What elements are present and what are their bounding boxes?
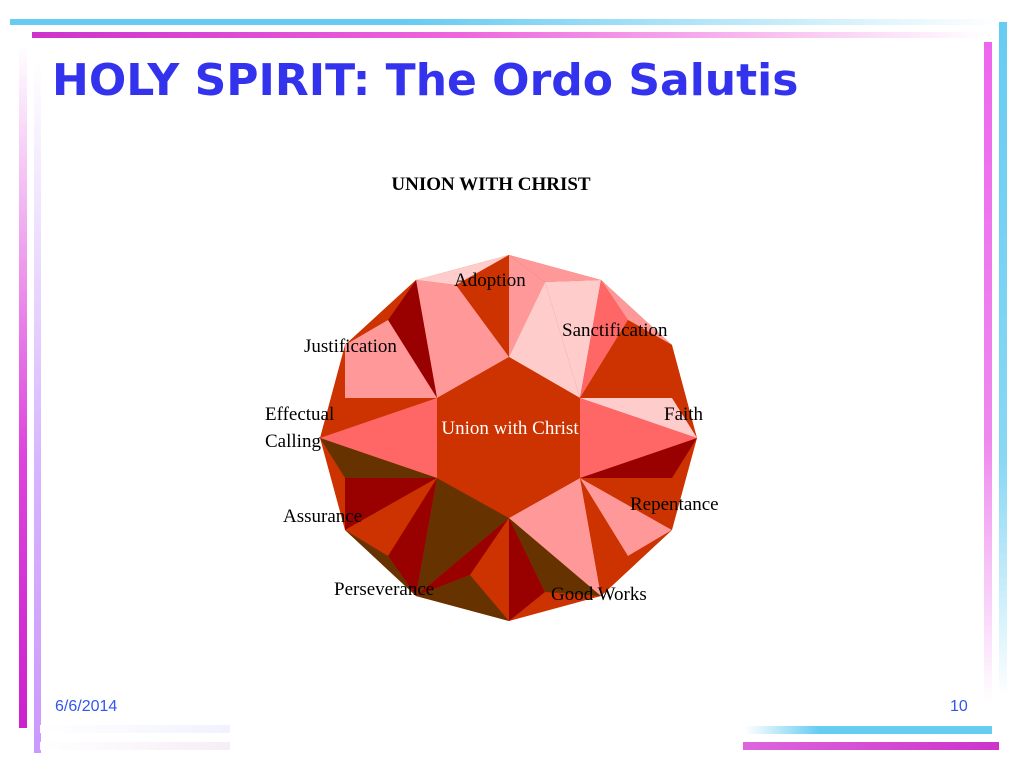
- gem-facet-left-2: [320, 398, 437, 478]
- left-lavender-bar: [34, 60, 41, 753]
- gem-facet-ul-1: [416, 280, 509, 398]
- segment-label-assurance: Assurance: [283, 506, 363, 527]
- gem-facet-top-center: [456, 255, 509, 357]
- segment-label-sanctification: Sanctification: [562, 320, 668, 341]
- top-pink-bar: [32, 32, 987, 38]
- gem-facet-lr-5: [601, 530, 672, 596]
- gem-facet-bottom-1: [416, 518, 509, 596]
- gem-facet-ur-4: [601, 280, 672, 345]
- gem-facet-ur-3: [580, 280, 628, 398]
- bottom-left-fade-bar-2: [40, 742, 230, 750]
- gem-facet-right-2: [580, 398, 697, 478]
- gem-facet-right-3: [580, 398, 697, 438]
- slide-title: HOLY SPIRIT: The Ordo Salutis: [52, 55, 799, 96]
- segment-label-good-works: Good Works: [551, 584, 647, 605]
- center-label: Union with Christ: [441, 418, 579, 439]
- segment-label-justification: Justification: [304, 336, 397, 357]
- gem-facet-lr-3: [580, 478, 672, 556]
- gem-facet-bottom-2: [470, 518, 509, 621]
- footer-date: 6/6/2014: [55, 698, 118, 715]
- segment-label-faith: Faith: [664, 404, 704, 425]
- left-pink-bar: [19, 45, 27, 728]
- gem-facet-ll-3: [388, 478, 437, 596]
- segment-label-perseverance: Perseverance: [334, 579, 435, 600]
- bottom-blue-bar: [745, 726, 992, 734]
- top-blue-bar: [10, 19, 1000, 25]
- gem-facet-ur-1: [509, 282, 580, 398]
- gem-facet-bottom-3: [509, 518, 545, 621]
- gem-facet-ur-2: [545, 280, 601, 398]
- gem-facet-lr-4: [580, 478, 672, 530]
- gem-facet-top-right: [509, 255, 545, 357]
- gem-facet-ll-4: [345, 530, 416, 596]
- bottom-pink-bar: [743, 742, 999, 750]
- gem-facet-ll-5: [416, 478, 509, 596]
- diagram-heading: UNION WITH CHRIST: [391, 174, 591, 195]
- gem-facet-ur-5: [580, 320, 672, 398]
- gem-facet-ul-4: [345, 320, 437, 398]
- gem-facet-top-left: [416, 255, 509, 285]
- gem-facet-left-3: [320, 438, 437, 478]
- gem-facet-ll-2: [345, 478, 437, 556]
- segment-label-adoption: Adoption: [454, 270, 526, 291]
- gem-facet-bottom-5: [416, 575, 509, 621]
- gem-facet-lr-2: [580, 478, 628, 596]
- bottom-left-fade-bar: [40, 725, 230, 733]
- gem-facet-top-right-2: [509, 255, 601, 282]
- segment-label-effectual-calling: Effectual Calling: [265, 404, 335, 452]
- gem-facet-lr-1: [509, 478, 601, 596]
- gem-facet-ul-3: [345, 280, 416, 345]
- right-blue-bar: [999, 22, 1007, 698]
- segment-label-repentance: Repentance: [630, 494, 719, 515]
- gem-facet-ul-2: [388, 280, 437, 398]
- footer-page-number: 10: [950, 698, 968, 715]
- right-pink-bar: [984, 42, 992, 702]
- center-hexagon: [437, 357, 580, 518]
